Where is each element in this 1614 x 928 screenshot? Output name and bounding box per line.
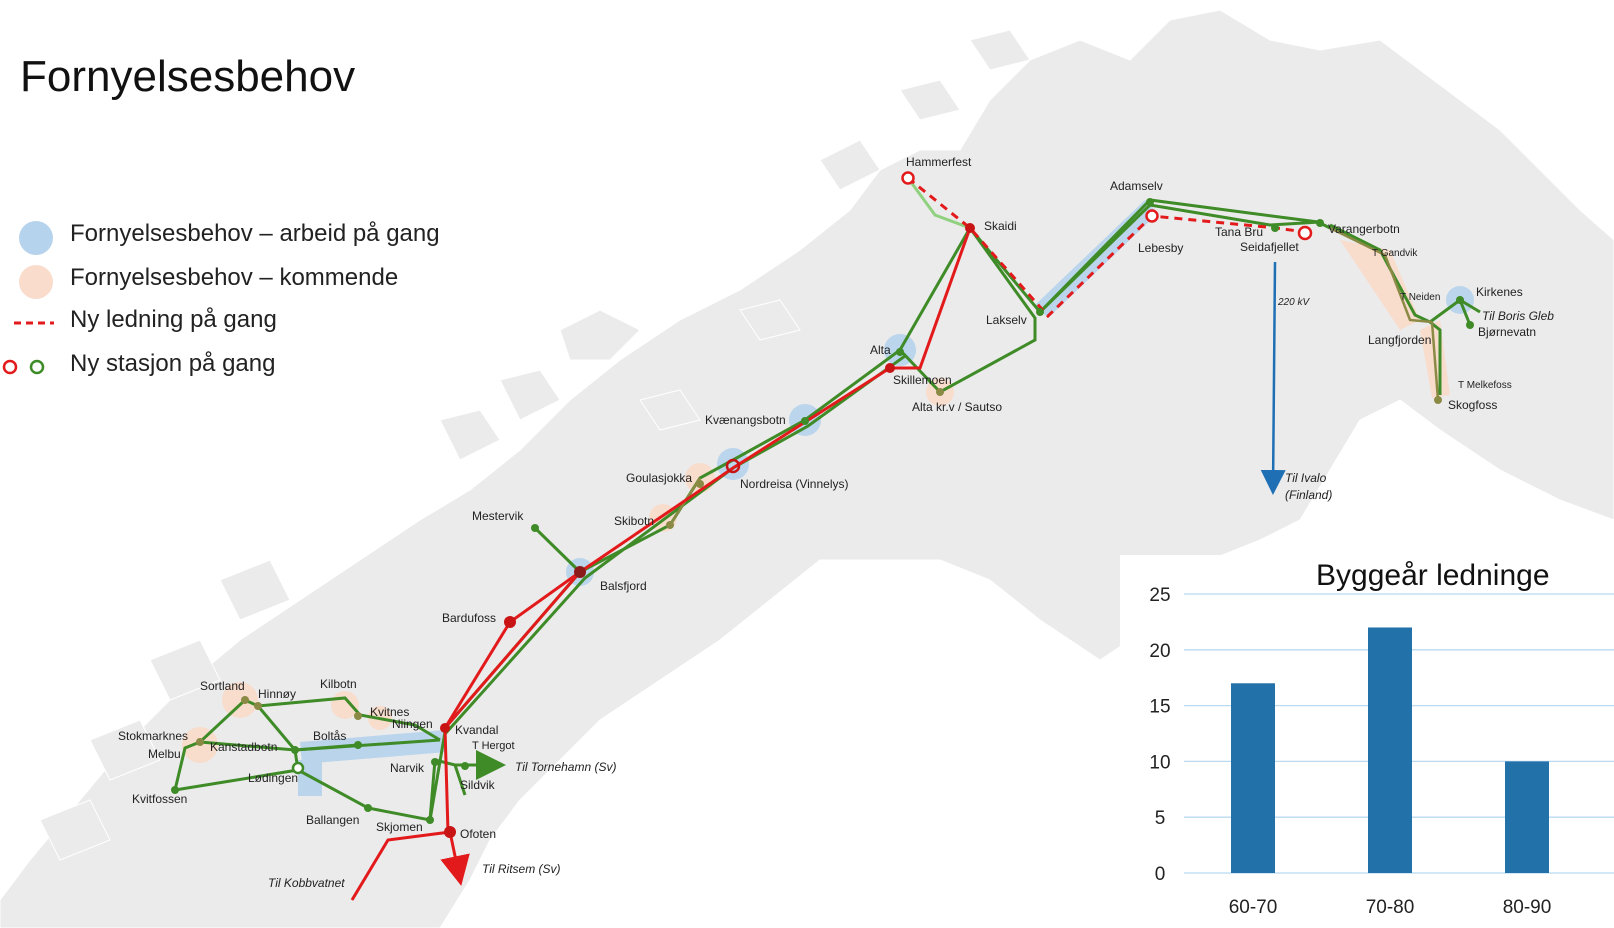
x-tick-label: 80-90 — [1503, 897, 1552, 918]
blue-line-ivalo — [1260, 261, 1286, 495]
station-rings-icon — [2, 359, 45, 375]
legend-label: Fornyelsesbehov – kommende — [70, 264, 399, 291]
label-stokmarknes: Stokmarknes — [118, 729, 188, 743]
label-kanstadbotn: Kanstadbotn — [210, 740, 277, 754]
label-goulasjokka: Goulasjokka — [626, 471, 692, 485]
label-ballangen: Ballangen — [306, 813, 359, 827]
label-alta-krv-sautso: Alta kr.v / Sautso — [912, 400, 1002, 414]
stations — [171, 171, 1474, 838]
y-tick-label: 15 — [1149, 697, 1170, 718]
label-kvandal: Kvandal — [455, 723, 498, 737]
label-narvik: Narvik — [390, 761, 425, 775]
label-kvitfossen: Kvitfossen — [132, 792, 187, 806]
label-skaidi: Skaidi — [984, 219, 1017, 233]
label-kilbotn: Kilbotn — [320, 677, 357, 691]
label-nordreisa: Nordreisa (Vinnelys) — [740, 477, 849, 491]
label-lakselv: Lakselv — [986, 313, 1027, 327]
label-melbu: Melbu — [148, 747, 181, 761]
y-tick-label: 25 — [1149, 585, 1170, 606]
y-tick-label: 5 — [1155, 808, 1166, 829]
bar — [1231, 683, 1275, 873]
label-til-boris-gleb: Til Boris Gleb — [1482, 309, 1554, 323]
light-green-line — [906, 177, 971, 230]
label-kvaenangsbotn: Kvænangsbotn — [705, 413, 786, 427]
label-t-hergot: T Hergot — [472, 740, 515, 752]
chart-bars — [1231, 627, 1549, 873]
legend-item-new-line: Ny ledning på gang — [0, 302, 520, 342]
peach-circle-icon — [19, 265, 53, 299]
label-til-ivalo-finland: (Finland) — [1285, 488, 1332, 502]
label-alta: Alta — [870, 343, 891, 357]
label-skjomen: Skjomen — [376, 820, 423, 834]
y-tick-label: 20 — [1149, 641, 1170, 662]
label-tana-bru: Tana Bru — [1215, 225, 1263, 239]
label-lodingen: Lødingen — [248, 771, 298, 785]
label-mestervik: Mestervik — [472, 509, 524, 523]
label-skogfoss: Skogfoss — [1448, 398, 1497, 412]
chart-ticks: 0 5 10 15 20 25 60-70 70-80 80-90 — [1149, 585, 1551, 918]
label-adamselv: Adamselv — [1110, 179, 1163, 193]
label-boltas: Boltås — [313, 729, 346, 743]
page-title: Fornyelsesbehov — [20, 52, 356, 101]
label-hammerfest: Hammerfest — [906, 155, 972, 169]
map-labels: Hammerfest Skaidi Adamselv Lebesby Tana … — [118, 155, 1554, 890]
label-til-tornehamn: Til Tornehamn (Sv) — [515, 760, 616, 774]
label-balsfjord: Balsfjord — [600, 579, 647, 593]
label-lebesby: Lebesby — [1138, 241, 1183, 255]
label-bardufoss: Bardufoss — [442, 611, 496, 625]
label-sildvik: Sildvik — [460, 778, 496, 792]
legend-item-work-in-progress: Fornyelsesbehov – arbeid på gang — [0, 216, 520, 256]
label-t-gandvik: T Gandvik — [1372, 248, 1418, 259]
label-ofoten: Ofoten — [460, 827, 496, 841]
label-varangerbotn: Varangerbotn — [1328, 222, 1400, 236]
label-til-kobbvatnet: Til Kobbvatnet — [268, 876, 345, 890]
x-tick-label: 70-80 — [1366, 897, 1415, 918]
legend-item-upcoming: Fornyelsesbehov – kommende — [0, 260, 520, 300]
label-bjornevatn: Bjørnevatn — [1478, 325, 1536, 339]
legend-item-new-station: Ny stasjon på gang — [0, 346, 520, 386]
label-t-melkefoss: T Melkefoss — [1458, 380, 1512, 391]
chart-title: Byggeår ledninge — [1316, 559, 1550, 592]
label-hinnoy: Hinnøy — [258, 687, 296, 701]
red-dash-icon — [14, 321, 54, 325]
label-kirkenes: Kirkenes — [1476, 285, 1523, 299]
red-dashed-new-lines — [907, 176, 1306, 319]
label-kvitnes: Kvitnes — [370, 705, 409, 719]
blue-circle-icon — [19, 221, 53, 255]
legend-label: Ny stasjon på gang — [70, 350, 276, 377]
label-t-neiden: T Neiden — [1400, 292, 1440, 303]
label-220kv: 220 kV — [1277, 297, 1310, 308]
red-lines — [350, 227, 972, 901]
y-tick-label: 10 — [1149, 752, 1170, 773]
label-til-ivalo: Til Ivalo — [1285, 471, 1327, 485]
bar-chart: Byggeår ledninge 0 5 10 15 20 25 60-70 70-80 80-… — [1120, 555, 1614, 928]
y-tick-label: 0 — [1155, 864, 1166, 885]
legend-label: Ny ledning på gang — [70, 306, 277, 333]
legend-label: Fornyelsesbehov – arbeid på gang — [70, 220, 440, 247]
label-skillemoen: Skillemoen — [893, 373, 952, 387]
label-skibotn: Skibotn — [614, 514, 654, 528]
label-sortland: Sortland — [200, 679, 245, 693]
x-tick-label: 60-70 — [1229, 897, 1278, 918]
label-niingen: Niingen — [392, 717, 433, 731]
bar — [1368, 627, 1412, 873]
land-mass — [0, 9, 1614, 928]
bar — [1505, 761, 1549, 873]
label-langfjorden: Langfjorden — [1368, 333, 1431, 347]
label-til-ritsem: Til Ritsem (Sv) — [482, 862, 561, 876]
label-seidafjellet: Seidafjellet — [1240, 240, 1299, 254]
